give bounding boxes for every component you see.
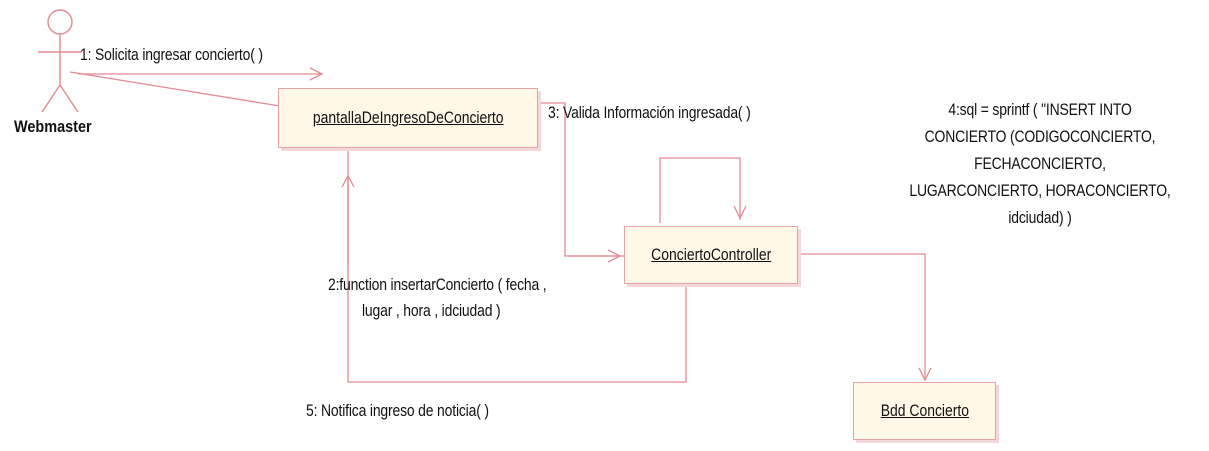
message-5: 5: Notifica ingreso de noticia( ): [306, 401, 489, 420]
msg2-arrowhead-icon: [607, 249, 622, 263]
actor-name: Webmaster: [14, 117, 92, 136]
link-actor-pantalla: [69, 71, 281, 107]
msg3-arrowhead-icon: [733, 205, 747, 220]
message-2-line-2: lugar , hora , idciudad ): [362, 301, 501, 320]
message-4-line-2: CONCIERTO (CODIGOCONCIERTO,: [924, 127, 1156, 146]
link-controller-bdd: [797, 253, 926, 380]
link-pantalla-controller: [540, 102, 624, 257]
object-pantalla-label: pantallaDeIngresoDeConcierto: [312, 108, 504, 127]
object-bdd[interactable]: Bdd Concierto: [853, 382, 996, 440]
message-3: 3: Valida Información ingresada( ): [548, 103, 751, 122]
message-4-line-1: 4:sql = sprintf ( "INSERT INTO: [948, 100, 1132, 119]
msg5-arrowhead-icon: [341, 174, 355, 188]
object-bdd-label: Bdd Concierto: [880, 401, 969, 420]
msg1-arrowhead-icon: [309, 67, 324, 81]
link-controller-pantalla: [347, 150, 687, 383]
message-1: 1: Solicita ingresar concierto( ): [80, 45, 263, 64]
message-4-line-5: idciudad) ): [1008, 208, 1072, 227]
object-pantalla[interactable]: pantallaDeIngresoDeConcierto: [278, 88, 538, 148]
self-call-loop: [659, 157, 741, 223]
msg4-arrowhead-icon: [918, 367, 932, 382]
message-4-line-3: FECHACONCIERTO,: [974, 154, 1106, 173]
actor-figure-icon: [38, 9, 82, 113]
object-controller-label: ConciertoController: [650, 245, 772, 264]
message-4-line-4: LUGARCONCIERTO, HORACONCIERTO,: [909, 181, 1171, 200]
message-4-block: 4:sql = sprintf ( "INSERT INTO CONCIERTO…: [880, 96, 1200, 231]
message-2-line-1: 2:function insertarConcierto ( fecha ,: [328, 275, 547, 294]
object-controller[interactable]: ConciertoController: [624, 226, 798, 284]
